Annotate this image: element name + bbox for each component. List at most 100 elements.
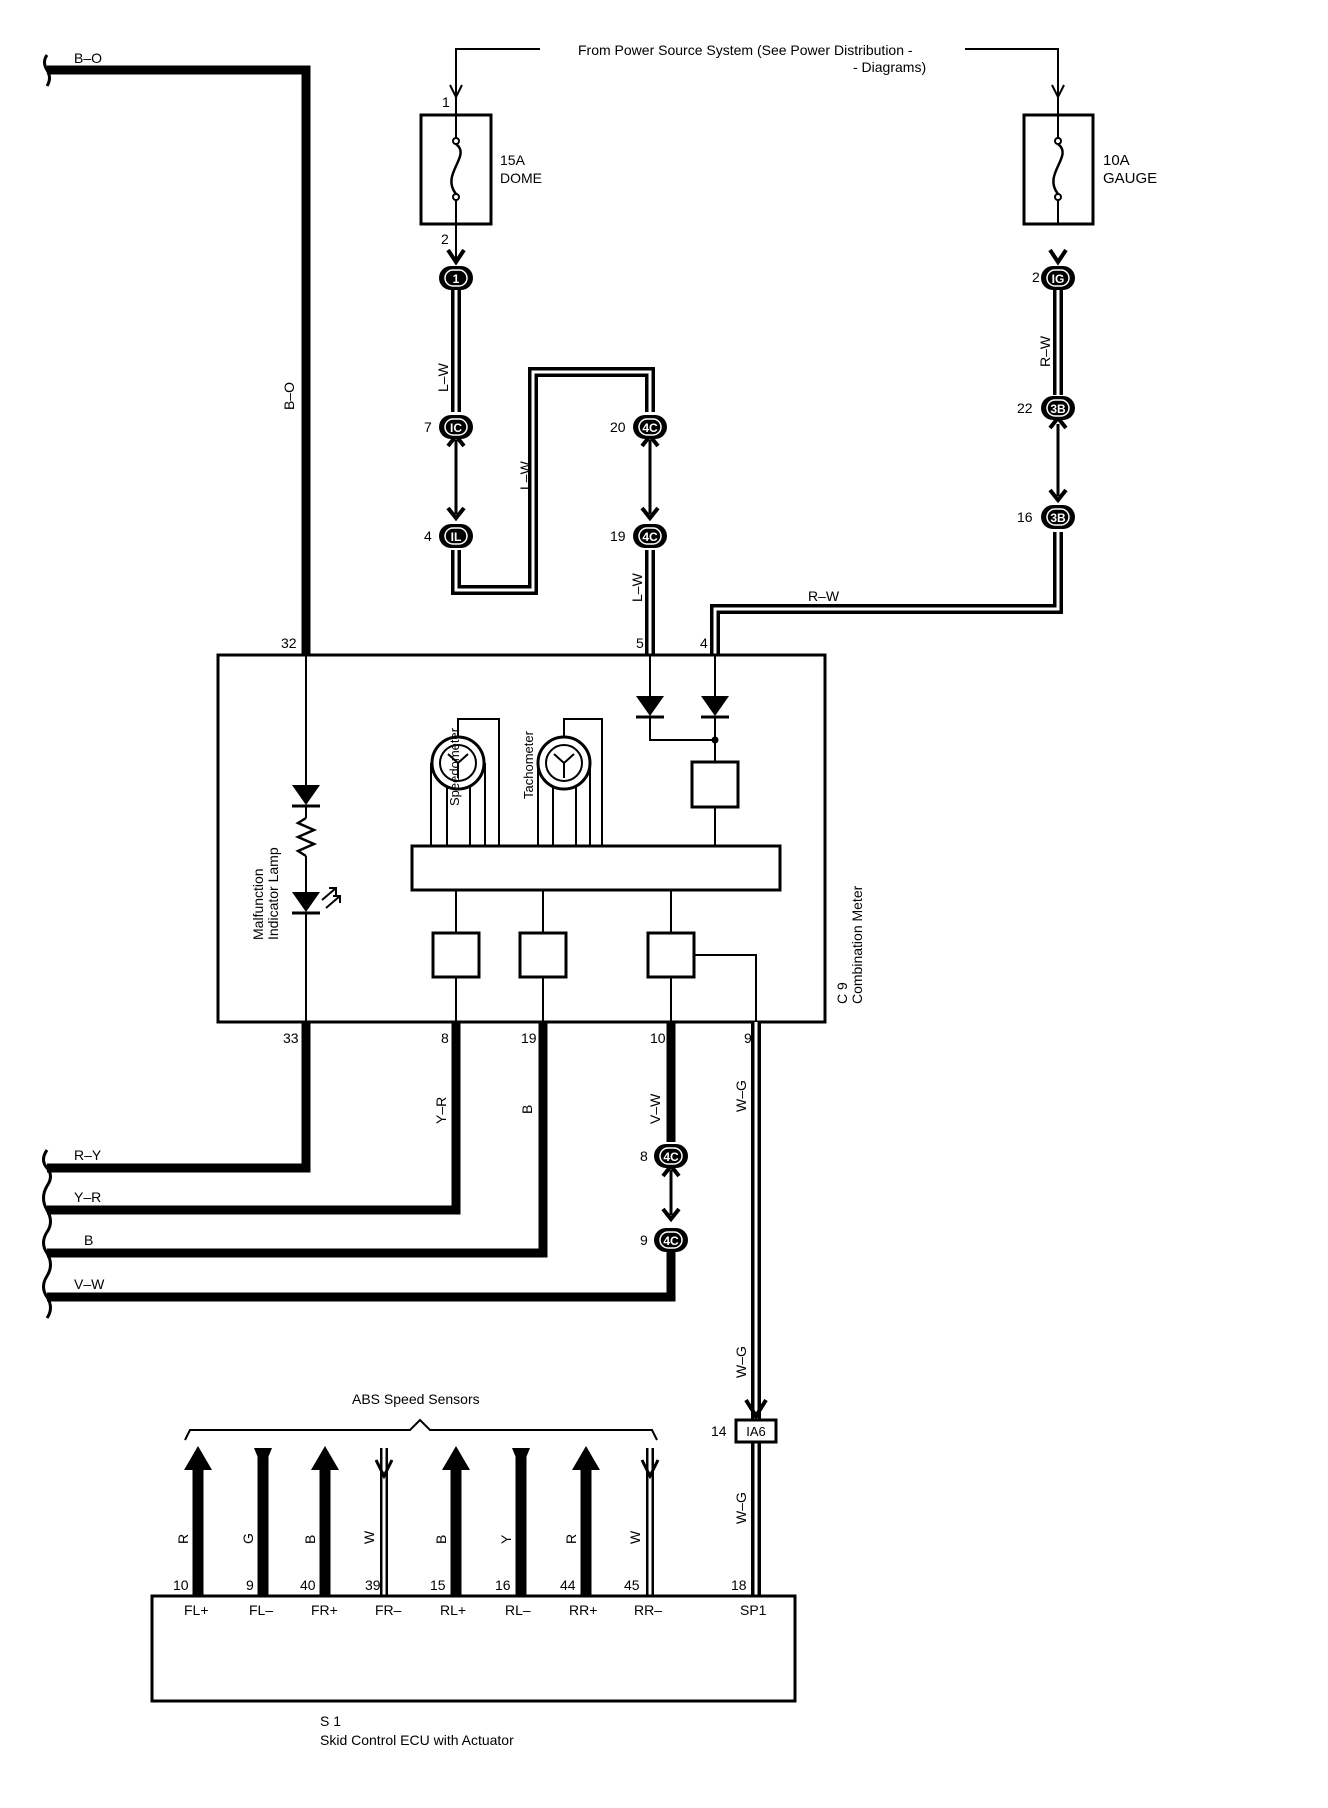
power-source-leads: [449, 48, 1065, 100]
skid-control-ecu: [150, 1594, 797, 1703]
interface-block-2: [518, 931, 568, 979]
connector-3b-16: 3B: [1041, 505, 1075, 529]
wire-y-r: [47, 1022, 461, 1215]
ecu-pin-40: 40: [300, 1577, 316, 1593]
ecu-terminal-fl-minus: FL–: [249, 1602, 273, 1618]
meter-pin-4: 4: [700, 635, 708, 651]
connector-3b-16-label: 3B: [1050, 511, 1066, 525]
ecu-terminal-fr-minus: FR–: [375, 1602, 402, 1618]
connector-4c-9: 4C: [654, 1228, 688, 1252]
connector-ia6: IA6: [734, 1418, 778, 1444]
ecu-pin-16: 16: [495, 1577, 511, 1593]
ecu-pin-18: 18: [731, 1577, 747, 1593]
wire-label-y-r-vert: Y–R: [433, 1097, 449, 1124]
ecu-code: S 1: [320, 1713, 341, 1729]
ecu-pin-15: 15: [430, 1577, 446, 1593]
connector-3b-22: 3B: [1041, 396, 1075, 420]
wire-label-r-w-horiz: R–W: [808, 588, 840, 604]
ecu-terminal-rl-minus: RL–: [505, 1602, 531, 1618]
abs-wire-color-fr-minus: W: [361, 1530, 377, 1544]
speedometer-gauge-icon: [430, 718, 500, 846]
connector-3b-22-label: 3B: [1050, 402, 1066, 416]
connector-il-pin: 4: [424, 528, 432, 544]
connector-4c-20-label: 4C: [642, 421, 658, 435]
ecu-terminal-fl-plus: FL+: [184, 1602, 209, 1618]
abs-sensor-wires: [184, 1446, 660, 1596]
connector-4c-20-pin: 20: [610, 419, 626, 435]
connector-4c-9-pin: 9: [640, 1232, 648, 1248]
wire-label-b-o-top: B–O: [74, 50, 102, 66]
mil-led-icon: [292, 892, 320, 912]
connector-ic-pin: 7: [424, 419, 432, 435]
connector-1: 1: [439, 266, 473, 290]
speedometer-label: Speedometer: [447, 727, 462, 806]
abs-wire-color-rl-plus: B: [433, 1535, 449, 1544]
mil-label-2: Indicator Lamp: [265, 847, 281, 940]
abs-wire-color-fr-plus: B: [302, 1535, 318, 1544]
fuse-dome-pin-in: 1: [442, 94, 450, 110]
left-wire-label-v-w: V–W: [74, 1276, 105, 1292]
meter-pin-33: 33: [283, 1030, 299, 1046]
ecu-terminal-rr-plus: RR+: [569, 1602, 597, 1618]
mil-resistor-icon: [294, 816, 318, 858]
connector-4c-8-label: 4C: [663, 1150, 679, 1164]
abs-wire-color-rr-plus: R: [563, 1534, 579, 1544]
ecu-pin-10: 10: [173, 1577, 189, 1593]
wire-b: [47, 1022, 548, 1258]
connector-3b-16-pin: 16: [1017, 509, 1033, 525]
connector-ia6-label: IA6: [746, 1424, 766, 1439]
wire-r-y: [47, 1022, 311, 1173]
meter-pin-5: 5: [636, 635, 644, 651]
connector-il: IL: [439, 524, 473, 548]
fuse-gauge-name: GAUGE: [1103, 170, 1157, 187]
connector-4c-19-label: 4C: [642, 530, 658, 544]
meter-pin-19: 19: [521, 1030, 537, 1046]
combination-meter: [216, 653, 827, 1024]
wire-label-v-w-vert: V–W: [647, 1093, 663, 1124]
ecu-pin-45: 45: [624, 1577, 640, 1593]
abs-bracket: [184, 1418, 658, 1441]
ecu-terminal-sp1: SP1: [740, 1602, 767, 1618]
left-wire-breaks: [42, 1149, 52, 1319]
meter-pin-9: 9: [744, 1030, 752, 1046]
connector-4c-20: 4C: [633, 415, 667, 439]
fuse-15a-dome: [419, 97, 493, 226]
meter-pin-8: 8: [441, 1030, 449, 1046]
connector-4c-8: 4C: [654, 1144, 688, 1168]
connector-4c-8-pin: 8: [640, 1148, 648, 1164]
wire-label-l-w-1: L–W: [435, 362, 451, 392]
fuse-dome-pin-out: 2: [441, 231, 449, 247]
ecu-terminal-rl-plus: RL+: [440, 1602, 466, 1618]
wire-label-b-vert: B: [519, 1105, 535, 1114]
wire-label-r-w-vert: R–W: [1037, 335, 1053, 367]
ecu-pin-44: 44: [560, 1577, 576, 1593]
connector-3b-22-pin: 22: [1017, 400, 1033, 416]
connector-4c-19: 4C: [633, 524, 667, 548]
wire-r-w-gauge: [710, 248, 1068, 655]
left-wire-label-r-y: R–Y: [74, 1147, 102, 1163]
wire-label-b-o-vert: B–O: [281, 382, 297, 410]
wire-l-w-dome: [446, 224, 660, 655]
tachometer-label: Tachometer: [521, 730, 536, 799]
fuse-dome-rating: 15A: [500, 152, 526, 168]
wire-label-w-g-3: W–G: [733, 1492, 749, 1524]
interface-block-1: [431, 931, 481, 979]
left-wire-label-y-r: Y–R: [74, 1189, 101, 1205]
ecu-pin-9: 9: [246, 1577, 254, 1593]
power-supply-block: [690, 760, 740, 809]
connector-4c-9-label: 4C: [663, 1234, 679, 1248]
diode-pin5-icon: [636, 696, 664, 716]
connector-ig: IG: [1041, 266, 1075, 290]
wire-label-w-g-2: W–G: [733, 1346, 749, 1378]
fuse-dome-name: DOME: [500, 170, 542, 186]
power-source-text-2: - Diagrams): [853, 59, 926, 75]
ecu-name: Skid Control ECU with Actuator: [320, 1732, 514, 1748]
abs-wire-color-rr-minus: W: [627, 1530, 643, 1544]
connector-ic-label: IC: [450, 421, 462, 435]
connector-1-label: 1: [453, 272, 460, 286]
ecu-terminal-fr-plus: FR+: [311, 1602, 338, 1618]
connector-ic: IC: [439, 415, 473, 439]
fuse-gauge-pin-out: 2: [1032, 269, 1040, 285]
wire-b-o: [43, 54, 311, 655]
